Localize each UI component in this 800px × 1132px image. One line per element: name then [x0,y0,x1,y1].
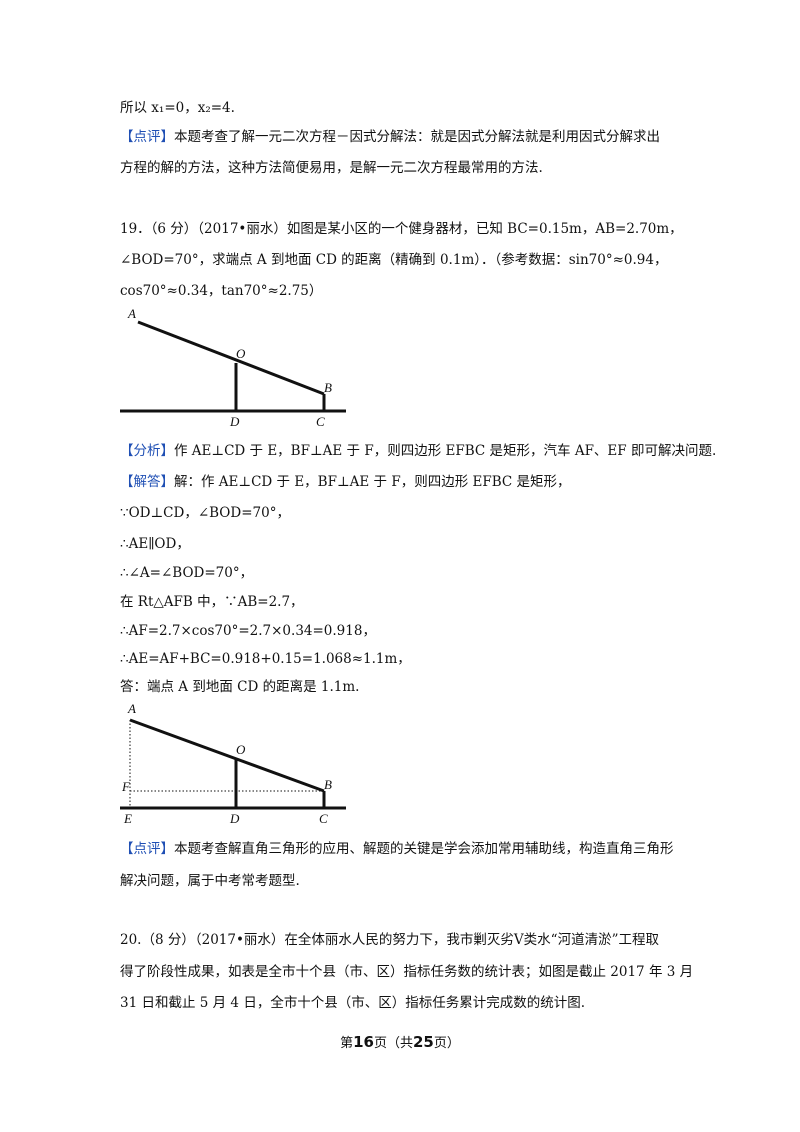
solution-step-8: 答：端点 A 到地面 CD 的距离是 1.1m. [120,679,360,695]
footer-mid: 页（共 [373,1036,413,1051]
prev-comment-line-2: 方程的解的方法，这种方法简便易用，是解一元二次方程最常用的方法. [120,160,543,176]
label-c: C [319,811,328,826]
footer-prefix: 第 [340,1036,354,1051]
q20-line-2: 得了阶段性成果，如表是全市十个县（市、区）指标任务数的统计表；如图是截止 201… [120,964,694,980]
q19-solution-line: 【解答】解：作 AE⊥CD 于 E，BF⊥AE 于 F，则四边形 EFBC 是矩… [120,472,571,492]
solution-step-5: 在 Rt△AFB 中，∵AB=2.7， [120,594,304,610]
page-number: 16 [353,1033,374,1051]
bar-ab [137,320,325,396]
q19-line-1: 19．（6 分）（2017•丽水）如图是某小区的一个健身器材，已知 BC=0.1… [120,221,683,237]
label-o: O [236,742,246,757]
q19-line-3: cos70°≈0.34，tan70°≈2.75） [120,283,323,299]
comment-tag: 【点评】 [120,841,174,857]
bar-ab [129,718,325,793]
q19-line-2: ∠BOD=70°，求端点 A 到地面 CD 的距离（精确到 0.1m）．（参考数… [120,252,668,268]
analysis-text: 作 AE⊥CD 于 E，BF⊥AE 于 F，则四边形 EFBC 是矩形，汽车 A… [174,443,717,459]
analysis-tag: 【分析】 [120,443,174,459]
label-e: E [123,811,132,826]
label-c: C [316,414,325,429]
label-d: D [229,414,240,429]
page-total: 25 [413,1033,434,1051]
page-footer: 第16页（共25页） [0,1032,800,1051]
label-b: B [324,777,332,792]
q19-analysis: 【分析】作 AE⊥CD 于 E，BF⊥AE 于 F，则四边形 EFBC 是矩形，… [120,441,716,461]
q19-comment-line-1: 【点评】本题考查解直角三角形的应用、解题的关键是学会添加常用辅助线，构造直角三角… [120,839,674,859]
label-o: O [236,346,246,361]
q19-comment-text-1: 本题考查解直角三角形的应用、解题的关键是学会添加常用辅助线，构造直角三角形 [174,841,674,857]
prev-comment-line-1: 【点评】本题考查了解一元二次方程－因式分解法：就是因式分解法就是利用因式分解求出 [120,127,660,147]
q20-line-1: 20.（8 分）（2017•丽水）在全体丽水人民的努力下，我市剿灭劣Ⅴ类水“河道… [120,932,659,948]
q20-line-3: 31 日和截止 5 月 4 日，全市十个县（市、区）指标任务累计完成数的统计图. [120,995,586,1011]
label-d: D [229,811,240,826]
label-a: A [127,701,136,716]
label-b: B [324,380,332,395]
q19-figure-1: A O B D C [120,306,346,429]
q19-figure-2: A O B F E D C [120,701,346,826]
solution-step-4: ∴∠A=∠BOD=70°， [120,565,254,581]
footer-suffix: 页） [433,1036,460,1051]
solution-step-1: 解：作 AE⊥CD 于 E，BF⊥AE 于 F，则四边形 EFBC 是矩形， [174,474,571,490]
prev-comment-text-1: 本题考查了解一元二次方程－因式分解法：就是因式分解法就是利用因式分解求出 [174,129,660,145]
solution-step-7: ∴AE=AF+BC=0.918+0.15=1.068≈1.1m， [120,651,411,667]
label-a: A [127,306,136,321]
solution-step-3: ∴AE∥OD， [120,536,190,552]
prev-result: 所以 x₁=0，x₂=4. [120,100,235,116]
solution-step-6: ∴AF=2.7×cos70°=2.7×0.34=0.918， [120,623,376,639]
q19-comment-line-2: 解决问题，属于中考常考题型. [120,873,300,889]
solution-step-2: ∵OD⊥CD，∠BOD=70°， [120,505,290,521]
label-f: F [121,779,131,794]
comment-tag: 【点评】 [120,129,174,145]
solution-tag: 【解答】 [120,474,174,490]
